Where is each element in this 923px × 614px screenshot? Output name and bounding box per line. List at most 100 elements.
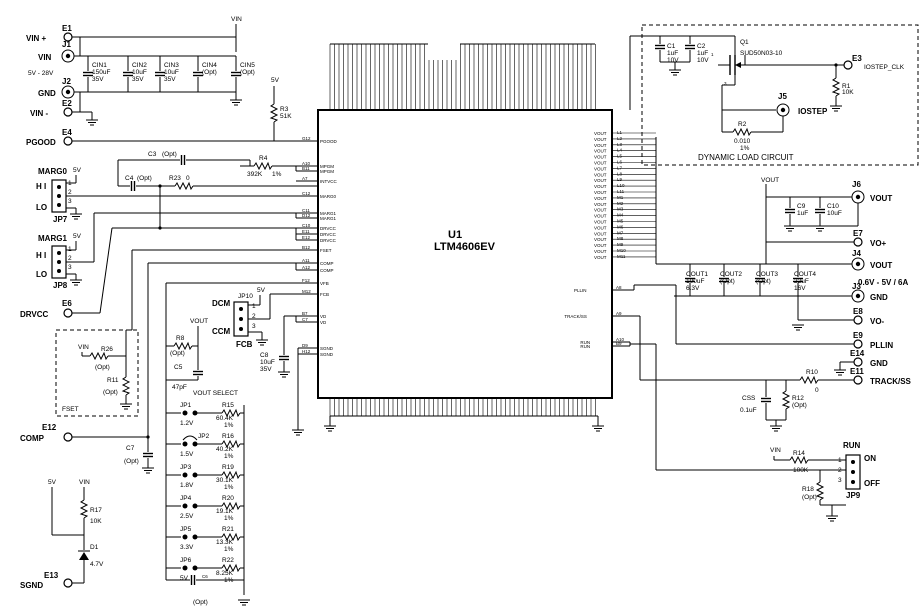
bnc-j4[interactable] [851, 257, 865, 271]
vout-select-voltage: 3.3V [180, 544, 194, 551]
terminal-e11[interactable] [853, 375, 863, 385]
terminal-e14[interactable] [853, 357, 863, 367]
ic-left-pin-name: SGND [320, 352, 334, 357]
dynamic-load-section: DYNAMIC LOAD CIRCUIT C1 1uF 10V C2 1uF 1… [629, 24, 919, 166]
ic-left-pin-number: F12 [302, 278, 310, 283]
c9-value: 1uF [797, 210, 808, 217]
cout-rating: 6.3V [686, 285, 700, 292]
jumper-shunt[interactable] [182, 435, 198, 441]
terminal-e13[interactable] [63, 578, 73, 588]
ic-right-pin-number: M8 [617, 236, 624, 241]
ic-right-pin-name: VOUT [594, 155, 607, 160]
terminal-e2[interactable] [63, 107, 73, 117]
ic-left-pin-name: VFB [320, 281, 329, 286]
e13-label: E13 [44, 571, 59, 580]
jp7-lo: LO [36, 203, 47, 212]
terminal-e4[interactable] [63, 136, 73, 146]
vout-select-value: 60.4K [216, 415, 234, 422]
c2-value: 1uF [697, 50, 708, 57]
cin-ref: CIN1 [92, 62, 107, 69]
ic-left-pin-name: MARG0 [320, 194, 337, 199]
jumper-pin[interactable] [182, 441, 188, 447]
c8-value: 10uF [260, 359, 275, 366]
vout-select-resistor: R22 [222, 557, 234, 564]
ic-right-pin-name: VOUT [594, 202, 607, 207]
vout-select-resistor: R19 [222, 464, 234, 471]
terminal-e7[interactable] [853, 237, 863, 247]
cout-value: (Opt) [720, 278, 735, 285]
jumper-pin[interactable] [182, 503, 188, 509]
bnc-j1[interactable] [61, 49, 75, 63]
cin-value: 10uF [132, 69, 147, 76]
vout-select-value: 40.2K [216, 446, 234, 453]
ic-left-pin-number: D12 [302, 213, 311, 218]
terminal-e9[interactable] [853, 339, 863, 349]
r2-value: 0.010 [734, 138, 751, 145]
bnc-j2[interactable] [61, 85, 75, 99]
jp8-hi: H I [36, 251, 46, 260]
r1-value: 10K [842, 89, 854, 96]
cout-value: 100uF [686, 278, 704, 285]
comp-section: E12 COMP C7 (Opt) [20, 262, 318, 474]
vout-range-label: 0.6V - 5V / 6A [858, 278, 908, 287]
ic-right-signal-pin-name: RUN [580, 340, 590, 345]
ic-right-pin-name: VOUT [594, 166, 607, 171]
terminal-e3[interactable] [843, 60, 853, 70]
bnc-j6[interactable] [851, 190, 865, 204]
ic-left-pin-number: A12 [302, 265, 311, 270]
jumper-pin[interactable] [182, 472, 188, 478]
terminal-e12[interactable] [63, 432, 73, 442]
r3-value: 51K [280, 113, 292, 120]
c1-rating: 10V [667, 57, 679, 64]
ic-right-pin-number: L4 [617, 148, 623, 153]
vout-select-jumper: JP3 [180, 464, 192, 471]
bnc-j5[interactable] [776, 103, 790, 117]
vfb-section: VOUT R8 (Opt) C5 47pF VOUT SELECT JP11.2… [165, 282, 318, 606]
r23-ref: R23 [169, 175, 181, 182]
ic-right-pin-name: VOUT [594, 255, 607, 260]
ic-left-pin-number: B7 [302, 311, 308, 316]
ic-left-pin-number: A10 [302, 161, 311, 166]
vout-select-voltage: 1.5V [180, 451, 194, 458]
css-ref: CSS [742, 395, 756, 402]
c6-value: (Opt) [193, 599, 208, 606]
sgnd-label: SGND [20, 581, 43, 590]
terminal-e8[interactable] [853, 315, 863, 325]
terminal-e6[interactable] [63, 308, 73, 318]
ic-left-pin-name: SGND [320, 346, 334, 351]
jumper-pin[interactable] [182, 410, 188, 416]
bnc-j3[interactable] [851, 289, 865, 303]
vin-range-label: 5V - 28V [28, 70, 54, 77]
jumper-pin[interactable] [182, 534, 188, 540]
vout-select-voltage: 1.2V [180, 420, 194, 427]
e3-label: E3 [852, 54, 862, 63]
c5-ref: C5 [174, 364, 183, 371]
ic-left-pin-number: C12 [302, 191, 311, 196]
cin-value: (Opt) [240, 69, 255, 76]
c3-ref: C3 [148, 151, 157, 158]
ic-left-pin-name: COMP [320, 261, 334, 266]
vd-section: C8 10uF 35V [260, 315, 318, 436]
cout-ref: COUT4 [794, 271, 816, 278]
cout-value: 22uF [794, 278, 809, 285]
mpgm-section: C3 (Opt) R4 392K 1% C4 (Opt) R23 0 [117, 151, 318, 213]
jumper-pin[interactable] [182, 565, 188, 571]
ic-right-pin-number: M9 [617, 242, 624, 247]
ic-right-signal-pin-name: TRACK/SS [564, 314, 587, 319]
j1-label: J1 [62, 40, 71, 49]
ic-right-pin-number: M3 [617, 207, 624, 212]
ic-left-pin-number: B12 [302, 245, 311, 250]
ic-top-pins [329, 43, 596, 110]
iostep-label: IOSTEP [798, 107, 828, 116]
run-vin: VIN [770, 447, 781, 454]
ic-right-pin-number: M5 [617, 219, 624, 224]
vout-select-value: 8.25K [216, 570, 234, 577]
cin-ref: CIN2 [132, 62, 147, 69]
c4-ref: C4 [125, 175, 134, 182]
ic-right-pin-name: VOUT [594, 149, 607, 154]
e12-label: E12 [42, 423, 57, 432]
cin-rating: 35V [132, 76, 144, 83]
cin-value: (Opt) [202, 69, 217, 76]
